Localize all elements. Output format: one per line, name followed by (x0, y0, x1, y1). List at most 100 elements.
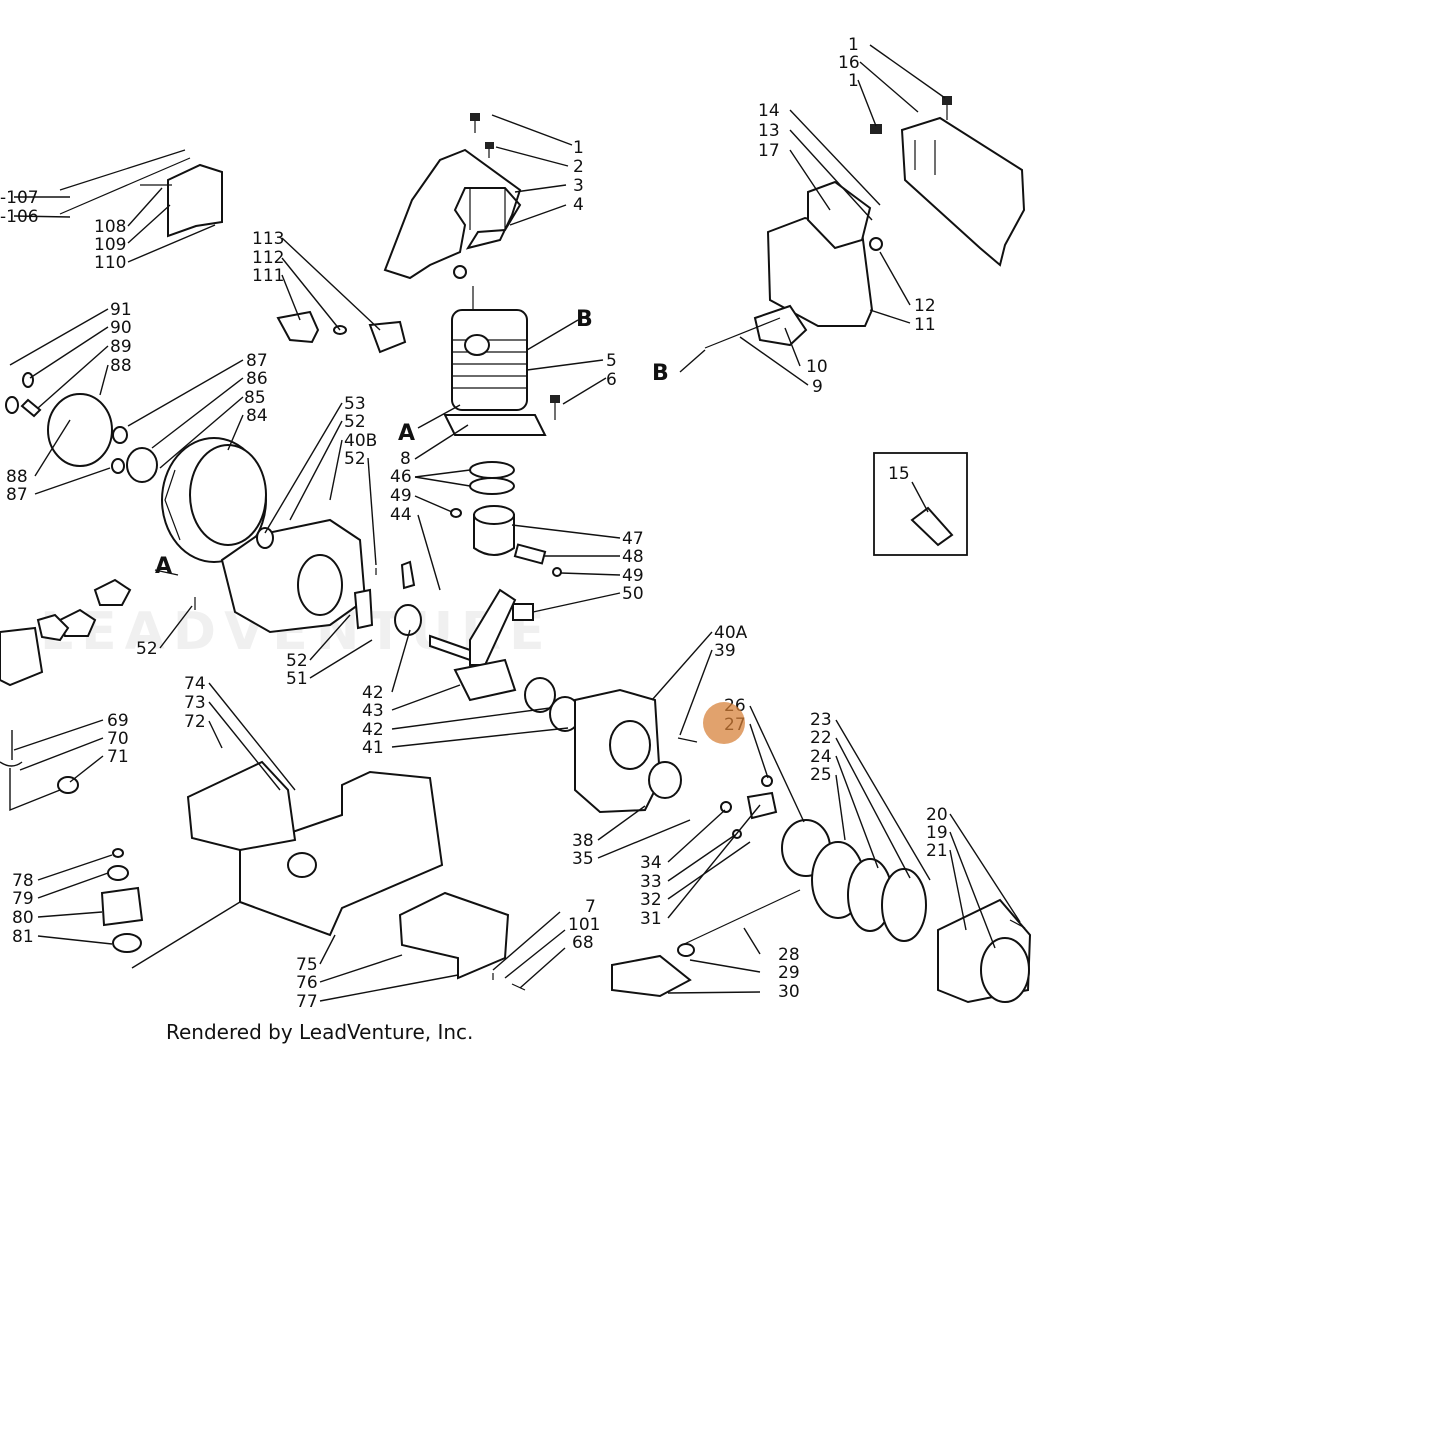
callout-88: 88 (110, 356, 132, 376)
callout-1c: 1 (848, 71, 859, 91)
callout-6: 6 (606, 370, 617, 390)
inset-callout-15: 15 (888, 464, 910, 484)
callout-76: 76 (296, 973, 318, 993)
callout-9: 9 (812, 377, 823, 397)
callout-23: 23 (810, 710, 832, 730)
callout-3: 3 (573, 176, 584, 196)
callout-51: 51 (286, 669, 308, 689)
callout-111: 111 (252, 266, 284, 286)
callout-35: 35 (572, 849, 594, 869)
selected-part-highlight[interactable] (703, 702, 745, 744)
callout-107: -107 (0, 188, 39, 208)
callout-14: 14 (758, 101, 780, 121)
callout-79: 79 (12, 889, 34, 909)
callout-71: 71 (107, 747, 129, 767)
callout-31: 31 (640, 909, 662, 929)
callout-47: 47 (622, 529, 644, 549)
callout-84: 84 (246, 406, 268, 426)
section-marker-a-left: A (155, 554, 172, 579)
ignition-coil (167, 163, 223, 238)
callout-74: 74 (184, 674, 206, 694)
callout-87b: 87 (6, 485, 28, 505)
section-marker-a-cylinder: A (398, 421, 415, 446)
callout-29: 29 (778, 963, 800, 983)
callout-85: 85 (244, 388, 266, 408)
callout-52c: 52 (136, 639, 158, 659)
piston (473, 514, 515, 556)
callout-49b: 49 (622, 566, 644, 586)
callout-10: 10 (806, 357, 828, 377)
callout-34: 34 (640, 853, 662, 873)
callout-53: 53 (344, 394, 366, 414)
callout-91: 91 (110, 300, 132, 320)
callout-40b: 40B (344, 431, 377, 451)
callout-89: 89 (110, 337, 132, 357)
callout-80: 80 (12, 908, 34, 928)
callout-52d: 52 (286, 651, 308, 671)
callout-25: 25 (810, 765, 832, 785)
callout-7: 7 (585, 897, 596, 917)
callout-24: 24 (810, 747, 832, 767)
callout-12: 12 (914, 296, 936, 316)
callout-81: 81 (12, 927, 34, 947)
callout-1b: 1 (848, 35, 859, 55)
crankshaft (394, 588, 517, 702)
callout-30: 30 (778, 982, 800, 1002)
callout-2: 2 (573, 157, 584, 177)
callout-52: 52 (344, 412, 366, 432)
callout-72: 72 (184, 712, 206, 732)
render-credit: Rendered by LeadVenture, Inc. (166, 1020, 474, 1044)
callout-8: 8 (400, 449, 411, 469)
callout-33: 33 (640, 872, 662, 892)
callout-75: 75 (296, 955, 318, 975)
callout-87: 87 (246, 351, 268, 371)
callout-11: 11 (914, 315, 936, 335)
callout-labels: 1 2 3 4 1 16 1 14 13 17 12 11 10 9 5 6 8… (0, 35, 948, 1012)
callout-106: -106 (0, 207, 39, 227)
muffler-cover (900, 116, 1026, 267)
section-marker-b-cylinder: B (576, 307, 593, 332)
callout-88b: 88 (6, 467, 28, 487)
callout-39: 39 (714, 641, 736, 661)
callout-32: 32 (640, 890, 662, 910)
callout-1: 1 (573, 138, 584, 158)
callout-42: 42 (362, 683, 384, 703)
callout-68: 68 (572, 933, 594, 953)
carburetor (0, 626, 44, 687)
callout-52b: 52 (344, 449, 366, 469)
fuel-tank (186, 760, 444, 937)
flywheel (161, 437, 267, 563)
callout-49: 49 (390, 486, 412, 506)
callout-5: 5 (606, 351, 617, 371)
callout-110: 110 (94, 253, 126, 273)
callout-17: 17 (758, 141, 780, 161)
callout-112: 112 (252, 248, 284, 268)
callout-20: 20 (926, 805, 948, 825)
inset-box (873, 452, 968, 556)
callout-113: 113 (252, 229, 284, 249)
callout-22: 22 (810, 728, 832, 748)
callout-50: 50 (622, 584, 644, 604)
callout-19: 19 (926, 823, 948, 843)
callout-16: 16 (838, 53, 860, 73)
callout-41: 41 (362, 738, 384, 758)
callout-90: 90 (110, 318, 132, 338)
section-marker-b-muffler: B (652, 361, 669, 386)
section-markers: A B A B (155, 307, 669, 579)
callout-44: 44 (390, 505, 412, 525)
callout-13: 13 (758, 121, 780, 141)
callout-70: 70 (107, 729, 129, 749)
callout-108: 108 (94, 217, 126, 237)
callout-73: 73 (184, 693, 206, 713)
callout-28: 28 (778, 945, 800, 965)
leader-lines (9, 44, 1021, 1002)
callout-48: 48 (622, 547, 644, 567)
callout-101: 101 (568, 915, 600, 935)
callout-43: 43 (362, 701, 384, 721)
callout-77: 77 (296, 992, 318, 1012)
callout-42b: 42 (362, 720, 384, 740)
callout-40a: 40A (714, 623, 748, 643)
callout-21: 21 (926, 841, 948, 861)
